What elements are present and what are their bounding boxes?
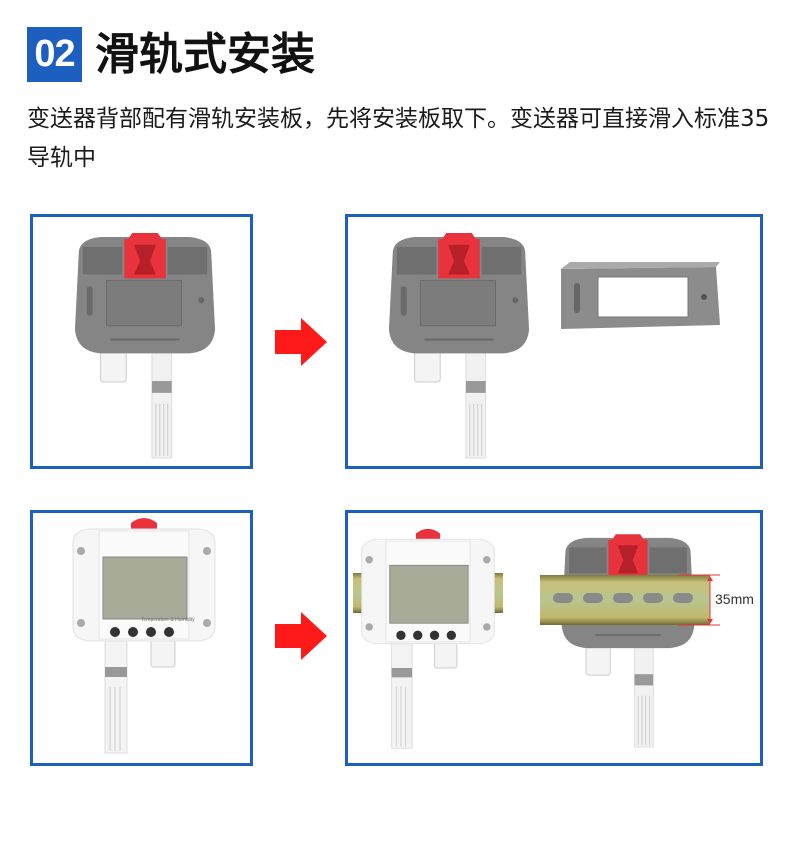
description-text: 变送器背部配有滑轨安装板，先将安装板取下。变送器可直接滑入标准35导轨中	[27, 106, 770, 171]
mounting-plate-image	[561, 262, 720, 329]
page-title: 滑轨式安装	[95, 29, 315, 80]
step-panel-plate-removed	[345, 214, 763, 469]
step-panel-back-with-plate	[30, 214, 253, 469]
rail-dimension-label: 35mm	[715, 591, 754, 607]
arrow-right-icon	[275, 612, 327, 660]
device-front-on-rail-image	[353, 528, 503, 749]
step-panel-mounted-on-rail: 35mm	[345, 510, 763, 766]
front-panel-label: Temperature & Humidity	[141, 617, 195, 623]
device-front-image	[72, 517, 216, 754]
device-back-on-rail-image	[540, 533, 720, 748]
section-number-badge: 02	[27, 27, 82, 82]
arrow-right-icon	[275, 318, 327, 366]
device-back-image	[73, 232, 217, 459]
step-panel-front: Temperature & Humidity	[30, 510, 253, 766]
